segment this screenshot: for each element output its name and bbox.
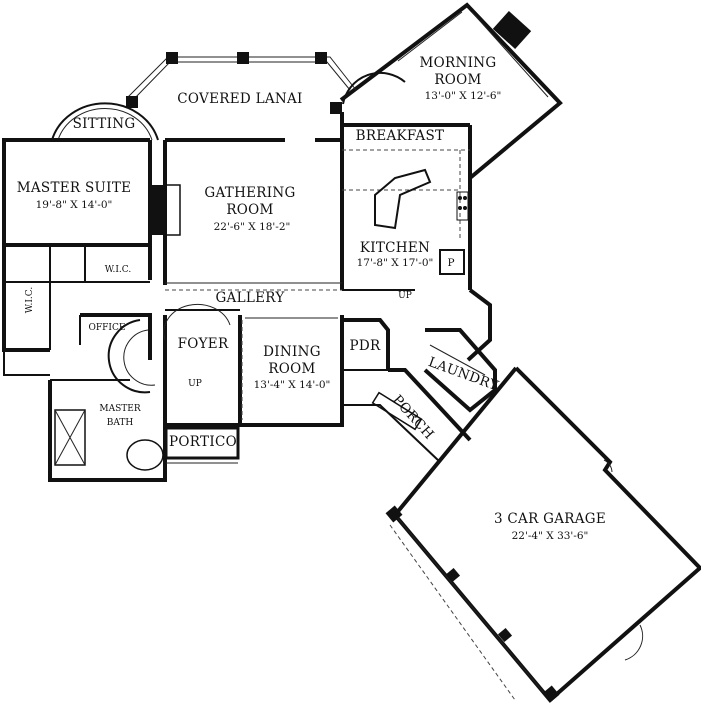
- master-bath-name-2: BATH: [107, 418, 134, 428]
- pantry-label: P: [447, 257, 454, 269]
- garage-dims: 22'-4" X 33'-6": [512, 530, 589, 542]
- master-bath-name-1: MASTER: [99, 404, 140, 414]
- office-name: OFFICE: [89, 323, 126, 333]
- laundry-name: LAUNDRY: [426, 354, 501, 394]
- breakfast-name: BREAKFAST: [356, 128, 445, 144]
- covered-lanai-name: COVERED LANAI: [177, 91, 302, 107]
- garage-label: 3 CAR GARAGE 22'-4" X 33'-6": [494, 511, 606, 542]
- foyer-name: FOYER: [178, 336, 229, 352]
- gathering-room-name-1: GATHERING: [204, 185, 295, 201]
- kitchen-up-label: UP: [398, 291, 412, 301]
- dining-room-label: DINING ROOM 13'-4" X 14'-0": [254, 344, 331, 391]
- garage-walls: [385, 366, 701, 703]
- dining-room-name-2: ROOM: [268, 361, 315, 377]
- wic-right-label: W.I.C.: [105, 265, 132, 275]
- master-suite-dims: 19'-8" X 14'-0": [36, 199, 113, 211]
- pdr-name: PDR: [350, 338, 382, 354]
- wic-left-label: W.I.C.: [25, 287, 35, 314]
- covered-lanai-walls: [126, 52, 357, 114]
- morning-room-name-1: MORNING: [420, 55, 497, 71]
- breakfast-bay: [342, 71, 406, 105]
- gathering-room-name-2: ROOM: [226, 202, 273, 218]
- gathering-room-label: GATHERING ROOM 22'-6" X 18'-2": [204, 185, 295, 233]
- sitting-bay: [51, 102, 159, 141]
- dining-room-dims: 13'-4" X 14'-0": [254, 379, 331, 391]
- morning-room-dims: 13'-0" X 12'-6": [425, 90, 502, 102]
- master-suite-label: MASTER SUITE 19'-8" X 14'-0": [17, 180, 132, 211]
- gallery-name: GALLERY: [215, 290, 285, 306]
- morning-room-name-2: ROOM: [434, 72, 481, 88]
- portico-name: PORTICO: [169, 434, 237, 450]
- dining-room-name-1: DINING: [263, 344, 321, 360]
- morning-room-walls: [339, 2, 563, 198]
- kitchen-name: KITCHEN: [360, 240, 430, 256]
- foyer-up-label: UP: [188, 379, 202, 389]
- sitting-name: SITTING: [73, 116, 136, 132]
- master-bath-label: MASTER BATH: [99, 404, 140, 428]
- gathering-room-dims: 22'-6" X 18'-2": [214, 221, 291, 233]
- garage-name: 3 CAR GARAGE: [494, 511, 606, 527]
- kitchen-label: KITCHEN 17'-8" X 17'-0": [357, 240, 434, 269]
- morning-room-label: MORNING ROOM 13'-0" X 12'-6": [420, 55, 502, 102]
- main-walls: [2, 112, 497, 482]
- master-suite-name: MASTER SUITE: [17, 180, 132, 196]
- kitchen-dims: 17'-8" X 17'-0": [357, 257, 434, 269]
